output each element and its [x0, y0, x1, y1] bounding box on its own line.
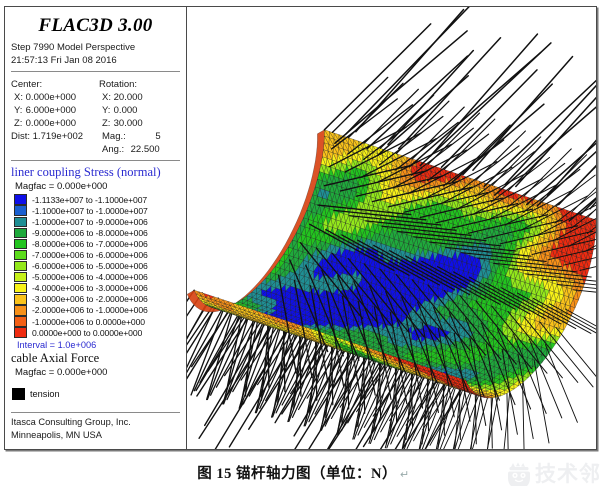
pilcrow-mark: ↵	[400, 469, 410, 481]
mag-value: 5	[155, 131, 161, 142]
legend-title: liner coupling Stress (normal)	[11, 165, 161, 179]
tension-swatch	[12, 388, 25, 401]
rotation-x-value: 20.000	[113, 92, 143, 103]
legend-swatch	[14, 205, 27, 216]
caption-text: 图 15 锚杆轴力图（单位：N）	[197, 466, 397, 482]
dist-label: Dist:	[11, 131, 30, 142]
info-panel: FLAC3D 3.00 Step 7990 Model Perspective …	[5, 7, 187, 449]
rotation-y: Y: 0.000	[99, 104, 185, 117]
tension-legend-row: tension	[5, 388, 186, 401]
legend-row: -3.0000e+006 to -2.0000e+006	[14, 294, 186, 305]
legend-range-label: -1.0000e+006 to 0.0000e+000	[32, 316, 145, 327]
legend-swatch	[14, 316, 27, 327]
legend-swatch	[14, 227, 27, 239]
mag-row: Mag.: 5	[99, 130, 185, 143]
center-header: Center:	[11, 79, 43, 90]
mag-label: Mag.:	[102, 131, 126, 142]
legend-range-label: -9.0000e+006 to -8.0000e+006	[32, 227, 148, 238]
rotation-y-axis: Y:	[102, 105, 111, 116]
legend-range-label: 0.0000e+000 to 0.0000e+000	[32, 327, 143, 338]
rotation-z: Z: 30.000	[99, 117, 185, 130]
divider-2	[11, 160, 180, 161]
ang-value: 22.500	[130, 144, 160, 155]
plot-frame: FLAC3D 3.00 Step 7990 Model Perspective …	[4, 6, 597, 450]
model-viewport[interactable]	[187, 7, 596, 449]
rotation-header: Rotation:	[99, 79, 138, 90]
legend-range-label: -7.0000e+006 to -6.0000e+006	[32, 250, 148, 261]
legend-range-label: -2.0000e+006 to -1.0000e+006	[32, 305, 148, 316]
legend-interval: Interval = 1.0e+006	[17, 340, 97, 351]
rotation-column: Rotation: X: 20.000 Y: 0.000 Z: 30.000	[99, 78, 185, 156]
vendor-info: Itasca Consulting Group, Inc. Minneapoli…	[11, 416, 131, 442]
rotation-z-value: 30.000	[113, 118, 143, 129]
legend-range-label: -8.0000e+006 to -7.0000e+006	[32, 238, 148, 249]
figure-caption: 图 15 锚杆轴力图（单位：N）↵	[0, 462, 607, 483]
legend-range-label: -1.1000e+007 to -1.0000e+007	[32, 205, 148, 216]
legend-color-scale: -1.1133e+007 to -1.1000e+007-1.1000e+007…	[5, 194, 186, 338]
legend-row: 0.0000e+000 to 0.0000e+000	[14, 327, 186, 338]
step-line: Step 7990 Model Perspective	[11, 42, 136, 53]
cable-bolts-back	[187, 287, 525, 449]
legend-row: -8.0000e+006 to -7.0000e+006	[14, 238, 186, 250]
cable-section-title: cable Axial Force	[11, 351, 100, 366]
legend-row: -1.0000e+007 to -9.0000e+006	[14, 216, 186, 227]
center-y-value: 6.000e+000	[25, 105, 77, 116]
dist-value: 1.719e+002	[32, 131, 84, 142]
tunnel-model-graphic	[187, 7, 596, 449]
legend-row: -1.1133e+007 to -1.1000e+007	[14, 194, 186, 205]
legend-swatch	[14, 216, 27, 227]
legend-range-label: -1.0000e+007 to -9.0000e+006	[32, 216, 148, 227]
center-x-axis: X:	[14, 92, 23, 103]
legend-row: -2.0000e+006 to -1.0000e+006	[14, 305, 186, 316]
app-title: FLAC3D 3.00	[38, 15, 153, 36]
legend-row: -6.0000e+006 to -5.0000e+006	[14, 260, 186, 272]
legend-range-label: -4.0000e+006 to -3.0000e+006	[32, 283, 148, 294]
legend-row: -1.1000e+007 to -1.0000e+007	[14, 205, 186, 216]
legend-swatch	[14, 294, 27, 305]
legend-row: -7.0000e+006 to -6.0000e+006	[14, 249, 186, 261]
legend-row: -5.0000e+006 to -4.0000e+006	[14, 272, 186, 283]
rotation-y-value: 0.000	[113, 105, 138, 116]
divider-3	[11, 412, 180, 413]
legend-swatch	[14, 327, 27, 338]
center-z-axis: Z:	[14, 118, 23, 129]
legend-swatch	[14, 260, 27, 272]
cable-magfac: Magfac = 0.000e+000	[15, 367, 108, 379]
time-line: 21:57:13 Fri Jan 08 2016	[11, 54, 117, 66]
legend-row: -9.0000e+006 to -8.0000e+006	[14, 227, 186, 239]
center-x-value: 0.000e+000	[25, 92, 77, 103]
legend-range-label: -6.0000e+006 to -5.0000e+006	[32, 261, 148, 272]
vendor-line-2: Minneapolis, MN USA	[11, 430, 102, 440]
center-y: Y: 6.000e+000	[11, 104, 99, 117]
legend-range-label: -5.0000e+006 to -4.0000e+006	[32, 272, 148, 283]
legend-swatch	[14, 194, 27, 205]
legend-magfac: Magfac = 0.000e+000	[15, 181, 108, 192]
view-parameters: Center: X: 0.000e+000 Y: 6.000e+000 Z: 0…	[5, 76, 186, 156]
ang-row: Ang.: 22.500	[99, 143, 185, 156]
legend-swatch	[14, 305, 27, 316]
legend-range-label: -3.0000e+006 to -2.0000e+006	[32, 294, 148, 305]
legend-range-label: -1.1133e+007 to -1.1000e+007	[32, 194, 148, 205]
vendor-line-1: Itasca Consulting Group, Inc.	[11, 417, 131, 427]
legend-swatch	[14, 283, 27, 294]
center-z: Z: 0.000e+000	[11, 117, 99, 130]
rotation-z-axis: Z:	[102, 118, 111, 129]
ang-label: Ang.:	[102, 144, 125, 155]
cable-bolts-front	[277, 7, 596, 444]
rotation-x-axis: X:	[102, 92, 111, 103]
legend-swatch	[14, 238, 27, 250]
center-x: X: 0.000e+000	[11, 91, 99, 104]
tension-label: tension	[30, 389, 60, 400]
legend-row: -1.0000e+006 to 0.0000e+000	[14, 316, 186, 327]
legend-row: -4.0000e+006 to -3.0000e+006	[14, 283, 186, 294]
dist-row: Dist: 1.719e+002	[11, 130, 99, 143]
center-y-axis: Y:	[14, 105, 23, 116]
legend-swatch	[14, 249, 27, 261]
divider-1	[11, 71, 180, 72]
rotation-x: X: 20.000	[99, 91, 185, 104]
legend-swatch	[14, 272, 27, 283]
center-z-value: 0.000e+000	[25, 118, 77, 129]
center-column: Center: X: 0.000e+000 Y: 6.000e+000 Z: 0…	[11, 78, 99, 156]
